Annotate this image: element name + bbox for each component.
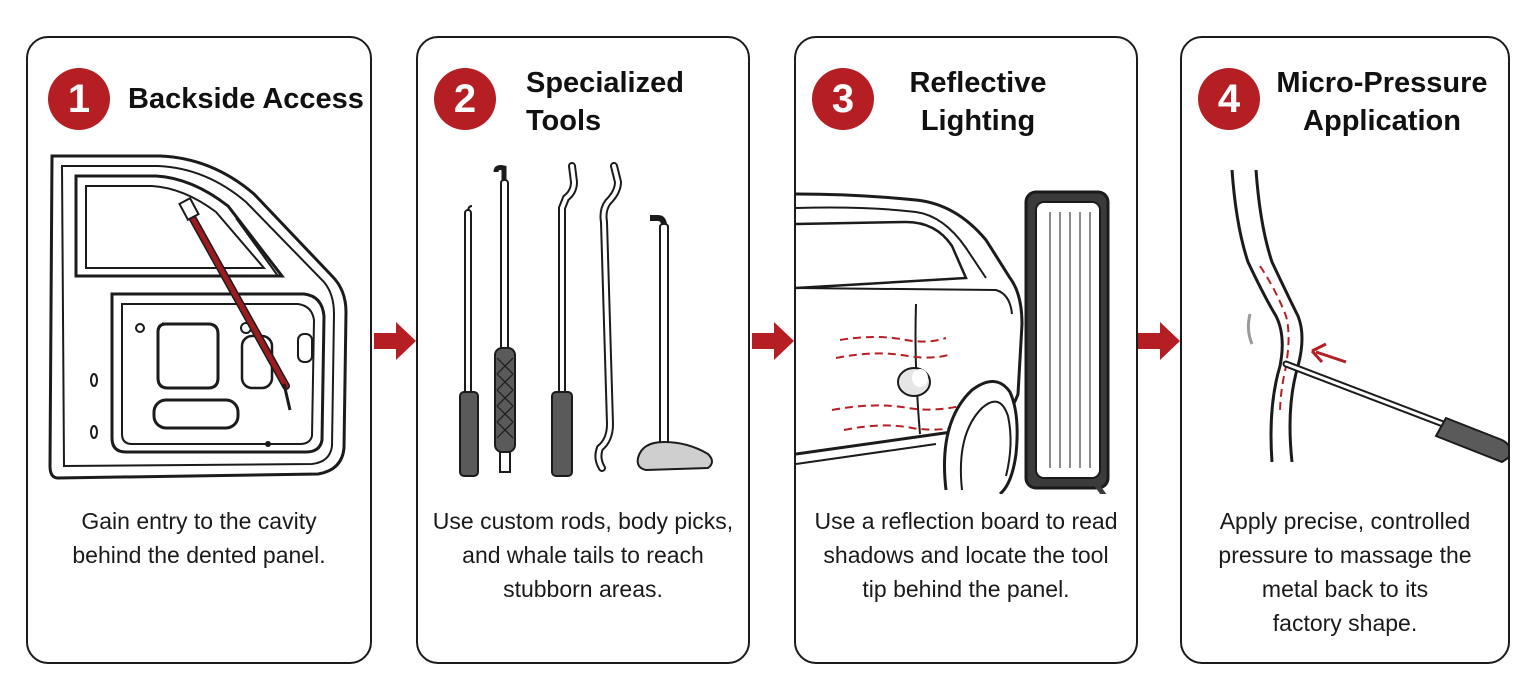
step-description-line: shadows and locate the tool	[823, 542, 1109, 568]
step-title-line: Specialized	[526, 67, 684, 99]
step-description: Use a reflection board to read shadows a…	[806, 504, 1126, 606]
step-title: Reflective Lighting	[888, 64, 1068, 140]
right-arrow-icon	[374, 322, 416, 360]
step-title-line: Micro-Pressure	[1276, 67, 1488, 99]
step-description: Apply precise, controlled pressure to ma…	[1192, 504, 1498, 640]
step-description-line: Use a reflection board to read	[814, 508, 1118, 534]
step-title-line: Reflective	[909, 67, 1047, 99]
pdr-tools-icon	[459, 162, 713, 477]
step-description: Use custom rods, body picks, and whale t…	[428, 504, 738, 606]
step-description-line: pressure to massage the	[1218, 542, 1472, 568]
step-card-2: 2 Specialized Tools Use custom rods, bod…	[416, 36, 750, 664]
car-and-reflection-board-icon	[796, 190, 1110, 494]
step-card-1: 1 Backside Access Gain entry to the cavi…	[26, 36, 372, 664]
step-description-line: and whale tails to reach	[462, 542, 704, 568]
step-title-line: Application	[1303, 105, 1461, 137]
step-description-line: Use custom rods, body picks,	[432, 508, 734, 534]
step-number-badge: 3	[812, 68, 874, 130]
step-description: Gain entry to the cavity behind the dent…	[38, 504, 360, 572]
step-title: Micro-Pressure Application	[1274, 64, 1490, 140]
step-title-line: Backside Access	[128, 83, 364, 115]
step-number-badge: 4	[1198, 68, 1260, 130]
right-arrow-icon	[1138, 322, 1180, 360]
car-door-icon	[48, 154, 348, 480]
panel-cross-section-icon	[1230, 169, 1508, 464]
right-arrow-icon	[752, 322, 794, 360]
step-description-line: Apply precise, controlled	[1219, 508, 1471, 534]
step-description-line: behind the dented panel.	[72, 542, 326, 568]
step-description-line: tip behind the panel.	[862, 576, 1070, 602]
step-title: Specialized Tools	[510, 64, 716, 140]
step-title-line: Lighting	[920, 105, 1036, 137]
step-description-line: factory shape.	[1272, 610, 1418, 636]
step-card-4: 4 Micro-Pressure Application Apply preci…	[1180, 36, 1510, 664]
step-title: Backside Access	[128, 80, 364, 118]
step-description-line: Gain entry to the cavity	[81, 508, 317, 534]
step-number-badge: 2	[434, 68, 496, 130]
step-description-line: metal back to its	[1261, 576, 1429, 602]
step-number-badge: 1	[48, 68, 110, 130]
step-title-line: Tools	[526, 105, 602, 137]
step-card-3: 3 Reflective Lighting Use a refle	[794, 36, 1138, 664]
step-description-line: stubborn areas.	[503, 576, 663, 602]
